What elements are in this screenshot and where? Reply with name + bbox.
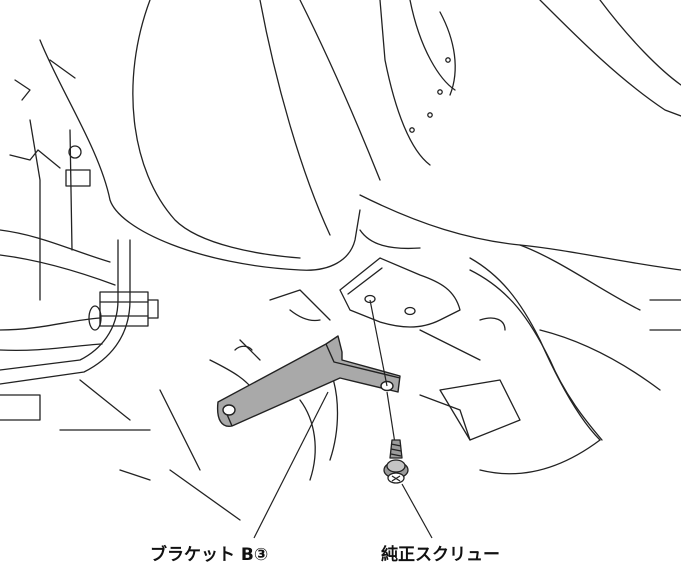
fender-panel [39,0,681,475]
alignment-line [369,299,388,387]
chassis-frame [0,59,241,521]
fender-mounting-tab [339,257,461,328]
bracket-label: ブラケット B③ [150,545,269,565]
pipe-with-clamp [0,239,159,385]
genuine-screw [383,439,409,484]
bracket-leader-line [253,391,329,539]
undercarriage [159,289,521,481]
bracket-b3 [216,335,401,427]
screw-leader-line [401,483,433,539]
screw-label: 純正スクリュー [381,545,500,565]
